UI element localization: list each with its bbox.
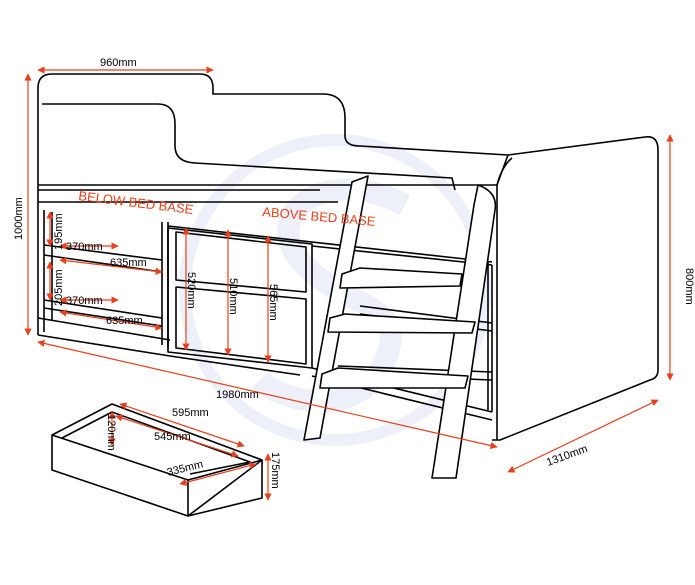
dim-height-left: 1000mm bbox=[13, 197, 25, 240]
dim-depth: 1310mm bbox=[545, 443, 589, 469]
dim-shelf-depth-upper: 635mm bbox=[110, 257, 147, 269]
dim-drawer-length-outer: 595mm bbox=[172, 407, 209, 419]
dim-shelf-gap-lower: 205mm bbox=[53, 269, 65, 306]
dim-shelf-depth-lower: 635mm bbox=[106, 315, 143, 327]
dim-shelf-width-lower: 370mm bbox=[66, 295, 103, 307]
drawer bbox=[51, 403, 263, 517]
dim-cabinet-h2: 510mm bbox=[227, 278, 239, 315]
label-below-bed-base: BELOW BED BASE bbox=[78, 188, 195, 217]
dim-height-right: 800mm bbox=[683, 268, 695, 305]
dimension-arrows bbox=[24, 66, 674, 501]
dim-drawer-height-inner: 120mm bbox=[105, 414, 117, 451]
dim-drawer-height-outer: 175mm bbox=[269, 452, 281, 489]
dim-width-top: 960mm bbox=[100, 57, 137, 69]
dim-shelf-gap-upper: 195mm bbox=[53, 213, 65, 250]
dim-length: 1980mm bbox=[216, 389, 259, 401]
dim-cabinet-h1: 520mm bbox=[185, 272, 197, 309]
dim-cabinet-h3: 565mm bbox=[267, 284, 279, 321]
dim-drawer-length-inner: 545mm bbox=[154, 431, 191, 443]
dim-shelf-width-upper: 370mm bbox=[66, 241, 103, 253]
dim-drawer-depth: 335mm bbox=[166, 458, 205, 479]
